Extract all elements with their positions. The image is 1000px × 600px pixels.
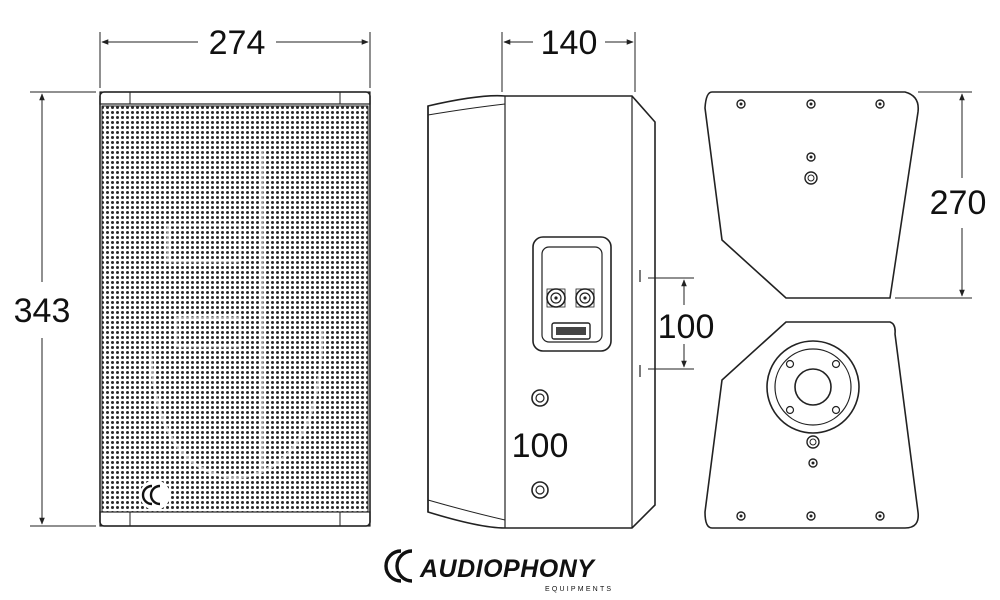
- front-width-label: 274: [209, 24, 266, 62]
- bottom-view: [704, 321, 920, 529]
- pole-mount-socket-icon: [766, 340, 860, 434]
- brand-mark-icon: [384, 549, 413, 583]
- top-mount-holes: [736, 99, 885, 185]
- bottom-mount-holes: [736, 435, 885, 521]
- connector-panel: [532, 236, 612, 352]
- rear-mount-spacing-label: 100: [512, 427, 569, 465]
- top-depth-label: 270: [930, 184, 987, 222]
- front-badge-logo-icon: [140, 480, 170, 510]
- top-view: [704, 91, 920, 299]
- terminal-block-icon: [551, 322, 591, 340]
- side-view: [427, 94, 656, 529]
- speakon-link-icon: [575, 288, 595, 308]
- rear-mount-point-bottom-icon: [531, 481, 549, 499]
- side-cabinet-outline: [427, 94, 656, 529]
- front-width-dimension: 274: [99, 24, 371, 88]
- brand-logo: AUDIOPHONY EQUIPMENTS: [384, 549, 613, 593]
- grille-internal-outlines: [148, 150, 324, 480]
- front-view: [99, 91, 371, 527]
- front-bottom-trim: [99, 511, 371, 527]
- side-depth-dimension: 140: [501, 24, 636, 92]
- front-grille: [101, 105, 369, 513]
- connector-spacing-dimension: 100: [648, 277, 715, 370]
- side-depth-label: 140: [541, 24, 598, 62]
- front-height-dimension: 343: [14, 91, 96, 527]
- front-height-label: 343: [14, 292, 71, 330]
- bottom-view-outline: [704, 321, 920, 529]
- rear-mount-point-top-icon: [531, 389, 549, 407]
- brand-name: AUDIOPHONY: [419, 555, 596, 583]
- top-view-outline: [704, 91, 920, 299]
- front-top-trim: [99, 91, 371, 105]
- speakon-input-icon: [546, 288, 566, 308]
- connector-spacing-label: 100: [658, 308, 715, 346]
- brand-tagline: EQUIPMENTS: [545, 586, 613, 593]
- top-depth-dimension: 270: [895, 91, 987, 299]
